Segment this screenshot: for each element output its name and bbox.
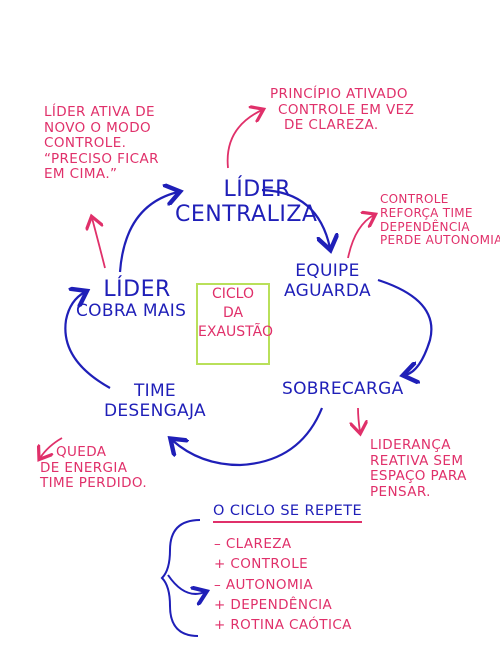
note-top-right: PRINCÍPIO ATIVADO CONTROLE EM VEZ DE CLA… bbox=[270, 86, 415, 134]
note-top-left-line4: “PRECISO FICAR bbox=[44, 150, 159, 167]
note-arrow-bottom-left bbox=[40, 437, 63, 458]
node-team-disengages-line1: TIME bbox=[133, 381, 176, 401]
note-right-lower-line1: LIDERANÇA bbox=[370, 437, 451, 453]
note-arrow-right-lower bbox=[358, 407, 360, 432]
center-line1: CICLO bbox=[212, 286, 254, 302]
arrow-cobra-to-centraliza bbox=[118, 192, 178, 273]
repeat-item-clareza: – CLAREZA bbox=[214, 536, 292, 552]
note-bottom-left-line2: DE ENERGIA bbox=[40, 459, 128, 476]
note-right-lower-line2: REATIVA SEM bbox=[370, 452, 464, 469]
note-right-upper-line4: PERDE AUTONOMIA bbox=[380, 233, 500, 248]
node-team-waits-line2: AGUARDA bbox=[284, 280, 371, 301]
arrow-centraliza-to-aguarda bbox=[261, 188, 330, 248]
note-right-lower-line3: ESPAÇO PARA bbox=[370, 468, 467, 485]
note-right-upper-line3: DEPENDÊNCIA bbox=[380, 219, 470, 234]
node-leader-demands-line1: LÍDER bbox=[103, 277, 171, 302]
note-right-upper-line2: REFORÇA TIME bbox=[380, 205, 473, 220]
center-cycle-label: CICLO DA EXAUSTÃO bbox=[196, 283, 273, 365]
note-top-left-line3: CONTROLE. bbox=[44, 135, 127, 152]
center-line2: DA bbox=[222, 304, 244, 321]
node-team-waits-line1: EQUIPE bbox=[295, 261, 360, 281]
node-overload: SOBRECARGA bbox=[282, 379, 404, 399]
repeat-title: O CICLO SE REPETE bbox=[213, 503, 363, 523]
center-line3: EXAUSTÃO bbox=[198, 323, 273, 340]
node-leader-demands: LÍDER COBRA MAIS bbox=[76, 277, 186, 322]
arrow-desengaja-to-cobra bbox=[64, 292, 111, 389]
note-top-left-line5: EM CIMA.” bbox=[44, 166, 118, 183]
note-bottom-left: QUEDA DE ENERGIA TIME PERDIDO. bbox=[40, 444, 148, 492]
note-top-left: LÍDER ATIVA DE NOVO O MODO CONTROLE. “PR… bbox=[44, 104, 159, 183]
arrow-sobrecarga-to-desengaja bbox=[172, 407, 324, 467]
note-arrow-top-right bbox=[226, 110, 262, 169]
note-bottom-left-line1: QUEDA bbox=[56, 444, 107, 460]
note-bottom-left-line3: TIME PERDIDO. bbox=[40, 475, 148, 492]
node-leader-centralizes: LÍDER CENTRALIZA bbox=[175, 177, 317, 228]
node-team-disengages-line2: DESENGAJA bbox=[104, 400, 206, 421]
repeat-item-rotina: + ROTINA CAÓTICA bbox=[214, 617, 352, 633]
node-leader-centralizes-line1: LÍDER bbox=[223, 177, 291, 202]
note-top-left-line1: LÍDER ATIVA DE bbox=[44, 104, 155, 120]
repeat-item-dependencia: + DEPENDÊNCIA bbox=[214, 596, 333, 613]
repeat-title-text: O CICLO SE REPETE bbox=[213, 503, 363, 523]
node-leader-centralizes-line2: CENTRALIZA bbox=[175, 202, 318, 228]
arrow-aguarda-to-sobrecarga bbox=[377, 278, 433, 375]
node-team-disengages: TIME DESENGAJA bbox=[104, 381, 206, 421]
note-top-left-line2: NOVO O MODO bbox=[44, 119, 152, 136]
note-top-right-line2: CONTROLE EM VEZ bbox=[278, 101, 415, 118]
repeat-item-autonomia: – AUTONOMIA bbox=[214, 576, 314, 593]
repeat-arrow bbox=[167, 574, 205, 594]
note-right-upper: CONTROLE REFORÇA TIME DEPENDÊNCIA PERDE … bbox=[380, 192, 500, 248]
note-top-right-line1: PRINCÍPIO ATIVADO bbox=[270, 86, 408, 102]
note-top-right-line3: DE CLAREZA. bbox=[284, 117, 379, 134]
note-right-lower-line4: PENSAR. bbox=[370, 483, 431, 500]
repeat-list: – CLAREZA + CONTROLE – AUTONOMIA + DEPEN… bbox=[214, 534, 352, 635]
repeat-item-controle: + CONTROLE bbox=[214, 556, 309, 573]
note-arrow-top-left bbox=[92, 218, 106, 269]
note-right-lower: LIDERANÇA REATIVA SEM ESPAÇO PARA PENSAR… bbox=[370, 437, 467, 500]
note-arrow-right-upper bbox=[347, 215, 374, 259]
note-right-upper-line1: CONTROLE bbox=[380, 192, 449, 206]
node-leader-demands-line2: COBRA MAIS bbox=[76, 301, 187, 322]
node-team-waits: EQUIPE AGUARDA bbox=[284, 261, 371, 301]
repeat-brace bbox=[160, 519, 201, 637]
